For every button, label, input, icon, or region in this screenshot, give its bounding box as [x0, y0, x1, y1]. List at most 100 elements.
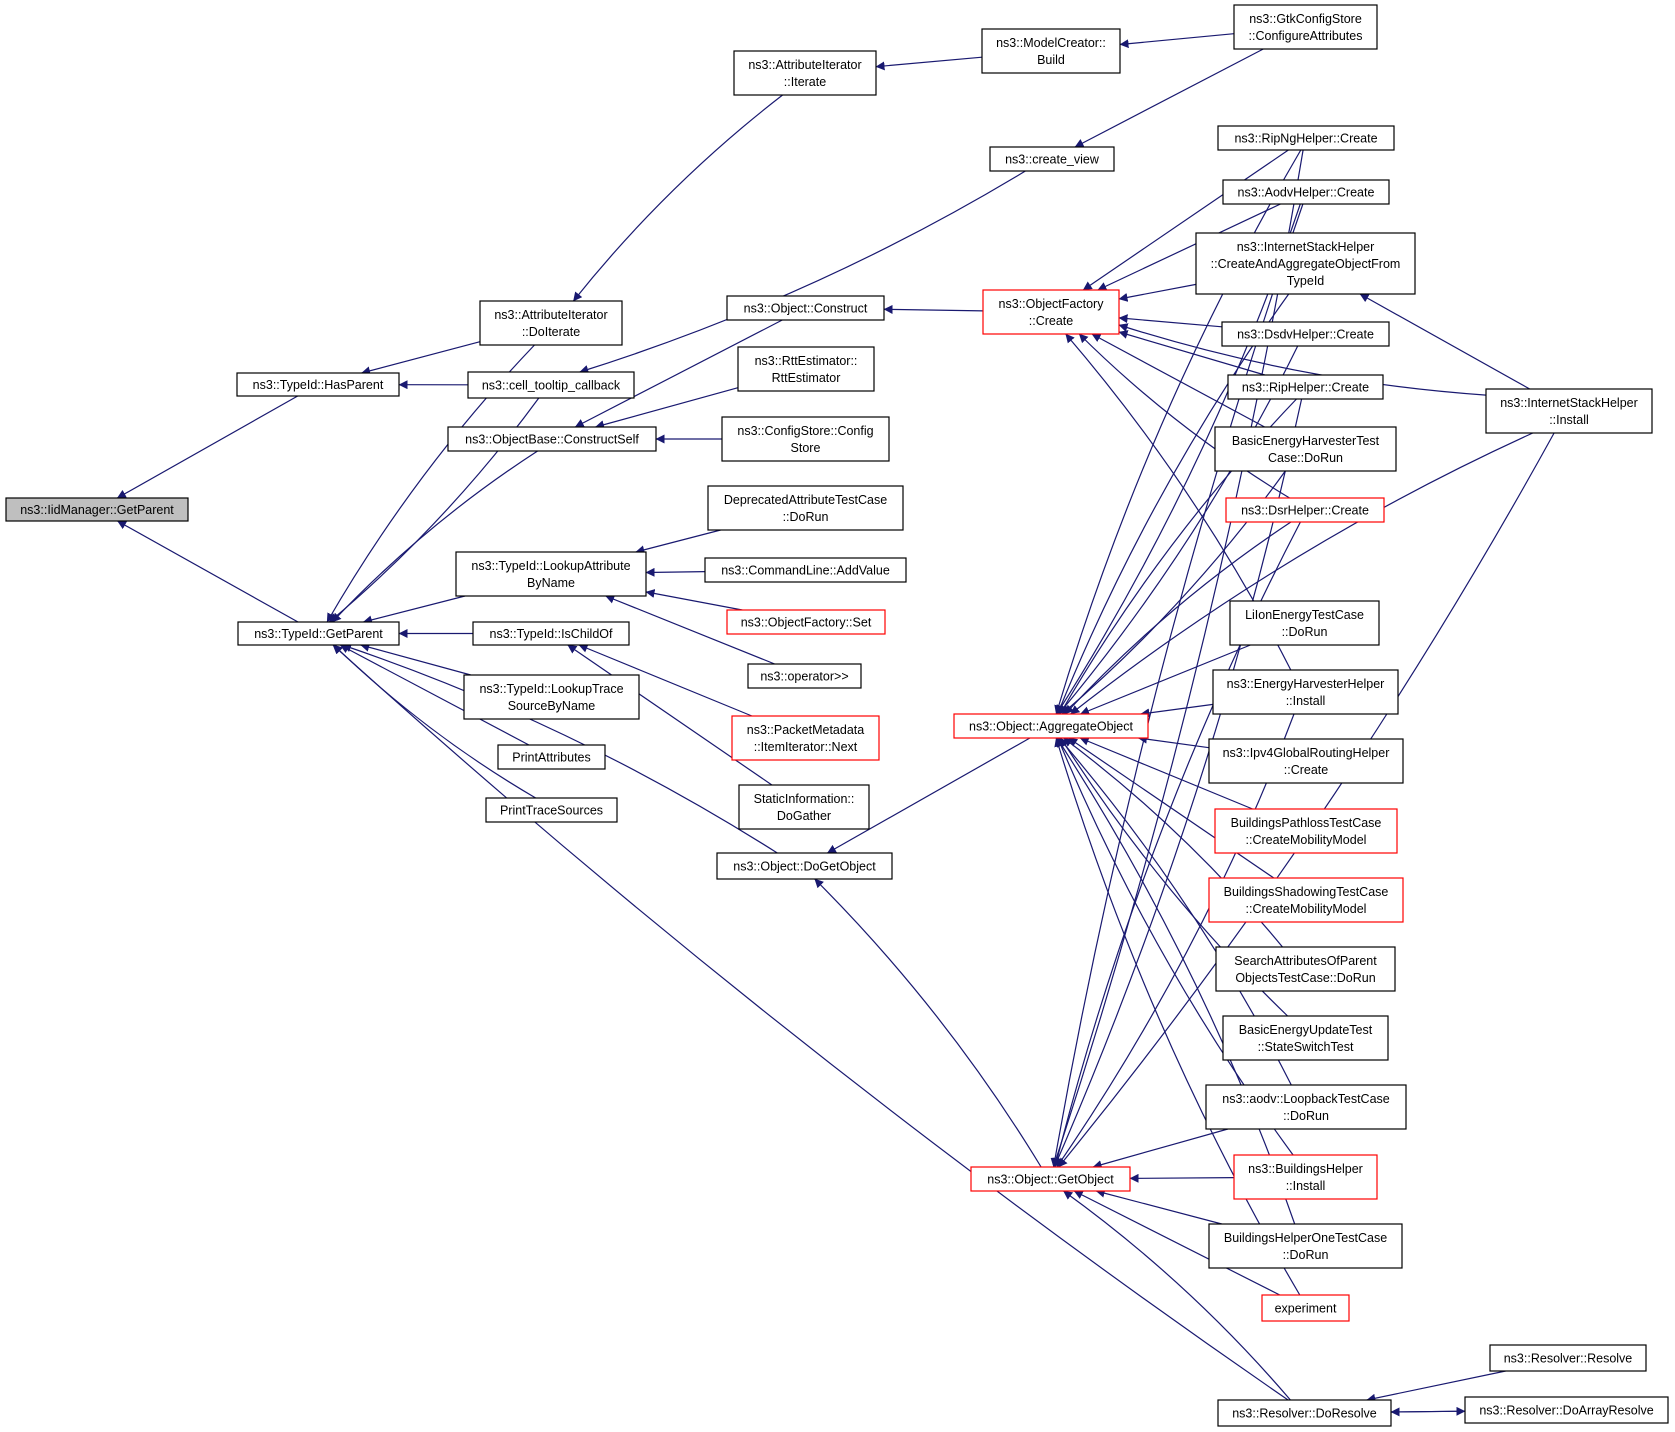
node-object_getobject[interactable]: ns3::Object::GetObject [970, 1166, 1131, 1192]
node-objectfactory_create[interactable]: ns3::ObjectFactory::Create [982, 289, 1120, 335]
node-label: ns3::RipHelper::Create [1242, 380, 1369, 394]
node-energyharvesterhelper_install[interactable]: ns3::EnergyHarvesterHelper::Install [1212, 669, 1399, 715]
edge-dsrhelper_create-to-object_aggregateobject [1064, 521, 1292, 715]
node-typeid_hasparent[interactable]: ns3::TypeId::HasParent [236, 372, 400, 397]
node-label: ns3::RttEstimator:: [755, 354, 858, 368]
node-gtkconfigstore_configureattributes[interactable]: ns3::GtkConfigStore::ConfigureAttributes [1233, 4, 1378, 50]
node-box [1221, 321, 1390, 347]
node-dsrhelper_create[interactable]: ns3::DsrHelper::Create [1225, 497, 1385, 523]
node-cell_tooltip_callback[interactable]: ns3::cell_tooltip_callback [467, 371, 635, 399]
node-box [1215, 946, 1396, 992]
node-object_aggregateobject[interactable]: ns3::Object::AggregateObject [953, 713, 1149, 739]
edge-buildingspathlosstestcase-to-object_aggregateobject [1079, 737, 1253, 810]
node-resolver_doresolve[interactable]: ns3::Resolver::DoResolve [1217, 1399, 1392, 1427]
node-box [467, 371, 635, 399]
node-box [737, 346, 875, 392]
node-label: ns3::EnergyHarvesterHelper [1227, 677, 1385, 691]
node-resolver_doarrayresolve[interactable]: ns3::Resolver::DoArrayResolve [1464, 1396, 1669, 1424]
node-experiment[interactable]: experiment [1261, 1294, 1350, 1322]
node-box [236, 372, 400, 397]
node-box [485, 797, 618, 823]
node-label: ns3::Resolver::Resolve [1504, 1351, 1633, 1365]
node-box [1208, 1223, 1403, 1269]
node-label: ::DoRun [783, 510, 829, 524]
node-aodvhelper_create[interactable]: ns3::AodvHelper::Create [1222, 179, 1390, 205]
node-label: PrintAttributes [512, 750, 591, 764]
node-create_view[interactable]: ns3::create_view [989, 146, 1115, 172]
node-label: DeprecatedAttributeTestCase [724, 493, 887, 507]
node-operator_rshift[interactable]: ns3::operator>> [747, 663, 862, 689]
node-box [1217, 1399, 1392, 1427]
node-configstore[interactable]: ns3::ConfigStore::ConfigStore [721, 416, 890, 462]
node-resolver_resolve[interactable]: ns3::Resolver::Resolve [1489, 1344, 1647, 1372]
edge-objectfactory_set-to-typeid_lookupattributebyname [645, 589, 743, 611]
node-internetstackhelper_createandaggregate[interactable]: ns3::InternetStackHelper::CreateAndAggre… [1195, 232, 1416, 295]
node-buildingspathlosstestcase[interactable]: BuildingsPathlossTestCase::CreateMobilit… [1214, 808, 1398, 854]
edge-attributeiterator_doiterate-to-typeid_hasparent [361, 341, 481, 376]
node-internetstackhelper_install[interactable]: ns3::InternetStackHelper::Install [1485, 388, 1653, 434]
node-attributeiterator_doiterate[interactable]: ns3::AttributeIterator::DoIterate [479, 300, 623, 346]
node-box [1485, 388, 1653, 434]
node-object_dogetobject[interactable]: ns3::Object::DoGetObject [716, 852, 893, 880]
node-box [981, 28, 1121, 74]
node-box [1489, 1344, 1647, 1372]
edge-gtkconfigstore_configureattributes-to-modelcreator_build [1119, 33, 1235, 49]
node-printtracesources[interactable]: PrintTraceSources [485, 797, 618, 823]
edge-buildingshelper_install-to-object_getobject [1129, 1173, 1235, 1183]
node-staticinformation_dogather[interactable]: StaticInformation::DoGather [738, 784, 870, 830]
edge-objectfactory_create-to-object_construct [883, 304, 984, 314]
node-label: ns3::TypeId::HasParent [253, 378, 384, 392]
node-label: PrintTraceSources [500, 803, 603, 817]
node-buildingshelperonetestcase[interactable]: BuildingsHelperOneTestCase::DoRun [1208, 1223, 1403, 1269]
node-aodv_loopbacktestcase[interactable]: ns3::aodv::LoopbackTestCase::DoRun [1205, 1084, 1407, 1130]
node-label: ns3::Object::DoGetObject [733, 859, 876, 873]
node-iidmanager_getparent[interactable]: ns3::IidManager::GetParent [5, 497, 189, 522]
node-label: ns3::IidManager::GetParent [20, 503, 174, 517]
node-typeid_ischildof[interactable]: ns3::TypeId::IsChildOf [472, 621, 630, 646]
node-buildingsshadowingtestcase[interactable]: BuildingsShadowingTestCase::CreateMobili… [1208, 877, 1404, 923]
node-box [1233, 4, 1378, 50]
node-searchattributesofparent[interactable]: SearchAttributesOfParentObjectsTestCase:… [1215, 946, 1396, 992]
node-label: ::Create [1284, 763, 1329, 777]
node-rttestimator[interactable]: ns3::RttEstimator::RttEstimator [737, 346, 875, 392]
node-object_construct[interactable]: ns3::Object::Construct [726, 295, 885, 321]
node-label: ns3::BuildingsHelper [1248, 1162, 1363, 1176]
edge-energyharvesterhelper_install-to-object_aggregateobject [1140, 703, 1214, 718]
node-label: ::Install [1286, 694, 1326, 708]
node-attributeiterator_iterate[interactable]: ns3::AttributeIterator::Iterate [733, 50, 877, 96]
edge-typeid_lookuptracesourcebyname-to-typeid_getparent [360, 642, 471, 676]
node-box [1195, 232, 1416, 295]
node-ripnghelper_create[interactable]: ns3::RipNgHelper::Create [1217, 125, 1395, 151]
node-box [970, 1166, 1131, 1192]
node-label: BuildingsHelperOneTestCase [1224, 1231, 1387, 1245]
node-riphelper_create[interactable]: ns3::RipHelper::Create [1227, 374, 1384, 400]
node-packetmetadata_next[interactable]: ns3::PacketMetadata::ItemIterator::Next [731, 715, 880, 761]
edge-aodv_loopbacktestcase-to-object_getobject [1092, 1128, 1229, 1170]
node-objectbase_constructself[interactable]: ns3::ObjectBase::ConstructSelf [447, 426, 657, 452]
node-printattributes[interactable]: PrintAttributes [497, 744, 606, 770]
edge-resolver_doresolve-to-resolver_doarrayresolve [1390, 1406, 1466, 1416]
node-box [1208, 877, 1404, 923]
edge-dsdvhelper_create-to-objectfactory_create [1118, 314, 1223, 328]
node-commandline_addvalue[interactable]: ns3::CommandLine::AddValue [704, 557, 907, 583]
node-lionenergytestcase[interactable]: LiIonEnergyTestCase::DoRun [1229, 600, 1380, 646]
node-basicenergyupdatetest[interactable]: BasicEnergyUpdateTest::StateSwitchTest [1222, 1015, 1389, 1061]
node-typeid_getparent[interactable]: ns3::TypeId::GetParent [237, 621, 400, 646]
node-dsdvhelper_create[interactable]: ns3::DsdvHelper::Create [1221, 321, 1390, 347]
node-modelcreator_build[interactable]: ns3::ModelCreator::Build [981, 28, 1121, 74]
edge-dsrhelper_create-to-objectfactory_create [1078, 333, 1290, 499]
node-label: Case::DoRun [1268, 451, 1343, 465]
edge-experiment-to-object_aggregateobject [1054, 737, 1301, 1296]
node-deprecatedattributetestcase[interactable]: DeprecatedAttributeTestCase::DoRun [707, 485, 904, 531]
node-box [716, 852, 893, 880]
edge-rttestimator-to-objectbase_constructself [595, 387, 739, 430]
node-buildingshelper_install[interactable]: ns3::BuildingsHelper::Install [1233, 1154, 1378, 1200]
edge-objectbase_constructself-to-typeid_getparent [331, 450, 538, 623]
node-ipv4globalroutinghelper_create[interactable]: ns3::Ipv4GlobalRoutingHelper::Create [1208, 738, 1404, 784]
node-objectfactory_set[interactable]: ns3::ObjectFactory::Set [726, 609, 886, 635]
node-box [463, 674, 640, 720]
